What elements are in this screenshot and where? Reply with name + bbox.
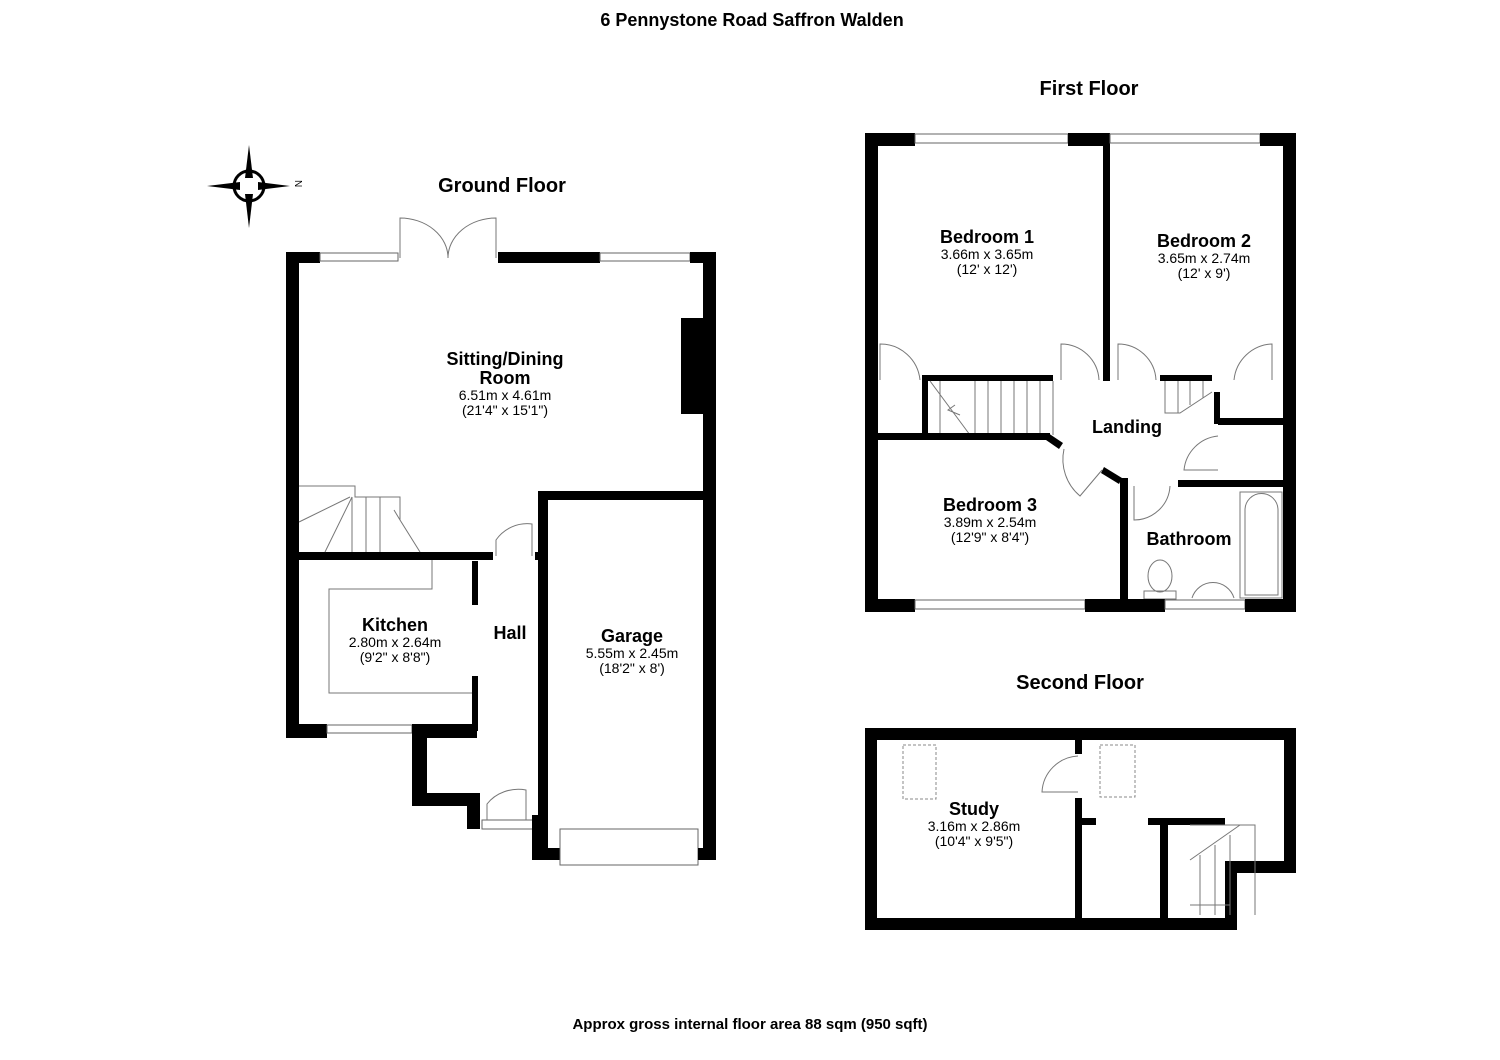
room-name: Sitting/Dining xyxy=(446,349,564,369)
room-metric: 3.66m x 3.65m xyxy=(940,246,1034,262)
room-landing: Landing xyxy=(1092,418,1162,437)
room-name: Bedroom 3 xyxy=(942,495,1038,515)
room-name: Kitchen xyxy=(361,615,429,635)
room-metric: 5.55m x 2.45m xyxy=(585,645,679,661)
ground-floor-plan xyxy=(286,217,716,866)
room-imperial: (9'2" x 8'8") xyxy=(359,649,431,665)
room-sitting-dining: Sitting/Dining Room 6.51m x 4.61m (21'4"… xyxy=(447,350,564,418)
second-floor-plan xyxy=(865,728,1296,930)
room-metric: 3.89m x 2.54m xyxy=(943,514,1037,530)
room-bedroom-3: Bedroom 3 3.89m x 2.54m (12'9" x 8'4") xyxy=(943,496,1037,545)
ground-floor-heading: Ground Floor xyxy=(438,175,566,197)
room-name: Bathroom xyxy=(1146,529,1232,549)
room-metric: 2.80m x 2.64m xyxy=(348,634,442,650)
room-bedroom-1: Bedroom 1 3.66m x 3.65m (12' x 12') xyxy=(940,228,1034,277)
room-metric: 6.51m x 4.61m xyxy=(458,387,552,403)
room-imperial: (10'4" x 9'5") xyxy=(934,833,1014,849)
room-metric: 3.65m x 2.74m xyxy=(1157,250,1251,266)
room-bathroom: Bathroom xyxy=(1147,530,1232,549)
first-floor-plan xyxy=(865,133,1296,612)
room-name: Garage xyxy=(600,626,664,646)
room-hall: Hall xyxy=(493,624,526,643)
room-imperial: (18'2" x 8') xyxy=(599,660,665,676)
room-name: Room xyxy=(479,368,531,388)
compass-north-label: N xyxy=(292,180,303,187)
room-garage: Garage 5.55m x 2.45m (18'2" x 8') xyxy=(586,627,679,676)
room-imperial: (12' x 12') xyxy=(956,261,1018,277)
first-floor-heading: First Floor xyxy=(1039,78,1139,100)
room-imperial: (12'9" x 8'4") xyxy=(950,529,1030,545)
second-floor-heading: Second Floor xyxy=(1016,672,1144,694)
compass-icon: N xyxy=(207,145,303,228)
room-name: Bedroom 2 xyxy=(1156,231,1252,251)
room-study: Study 3.16m x 2.86m (10'4" x 9'5") xyxy=(928,800,1021,849)
room-name: Study xyxy=(948,799,1000,819)
room-imperial: (21'4" x 15'1") xyxy=(461,402,549,418)
room-imperial: (12' x 9') xyxy=(1177,265,1231,281)
room-bedroom-2: Bedroom 2 3.65m x 2.74m (12' x 9') xyxy=(1157,232,1251,281)
property-title: 6 Pennystone Road Saffron Walden xyxy=(600,10,904,30)
room-name: Hall xyxy=(493,623,527,643)
room-name: Landing xyxy=(1092,417,1162,437)
floor-area-footer: Approx gross internal floor area 88 sqm … xyxy=(572,1016,928,1033)
room-metric: 3.16m x 2.86m xyxy=(927,818,1021,834)
room-kitchen: Kitchen 2.80m x 2.64m (9'2" x 8'8") xyxy=(349,616,442,665)
room-name: Bedroom 1 xyxy=(939,227,1035,247)
